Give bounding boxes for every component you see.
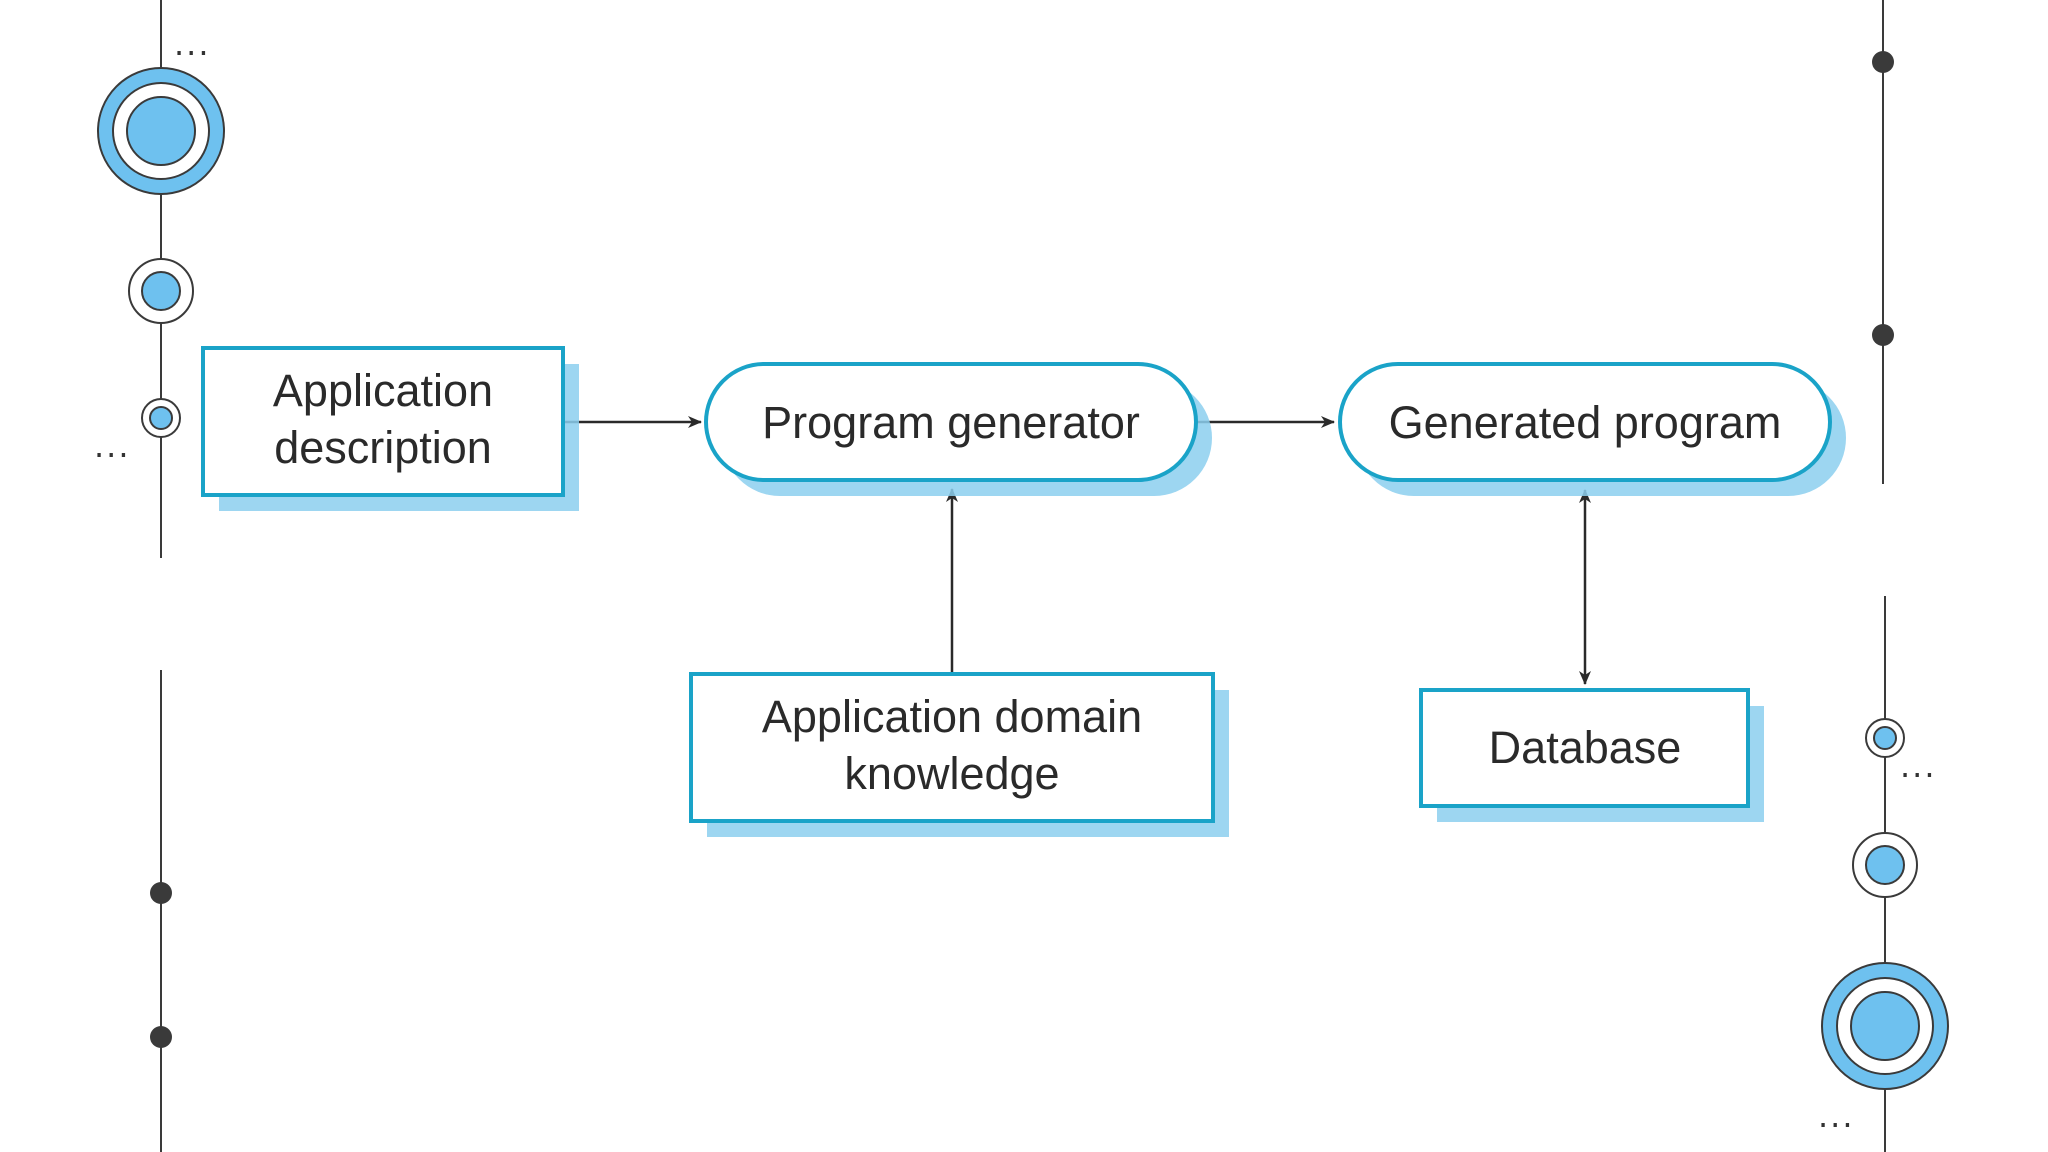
timeline-dot-icon <box>150 882 172 904</box>
program-generator-diagram: Application description Program generato… <box>201 346 1846 837</box>
program-generator-label: Program generator <box>762 397 1140 448</box>
ellipsis-mark: ... <box>174 25 211 63</box>
generated-program-label: Generated program <box>1389 397 1782 448</box>
database-box: Database <box>1419 688 1764 822</box>
ellipsis-mark: ... <box>1900 747 1937 785</box>
ellipsis-mark: ... <box>1818 1097 1855 1135</box>
timeline-dot-icon <box>1872 324 1894 346</box>
left-decor: ... ... <box>94 0 225 1152</box>
small-ring-icon <box>1865 718 1905 758</box>
generated-program-node: Generated program <box>1338 362 1846 496</box>
large-ring-icon <box>97 67 225 195</box>
timeline-dot-icon <box>1872 51 1894 73</box>
domain-knowledge-box: Application domain knowledge <box>689 672 1229 837</box>
application-description-box: Application description <box>201 346 579 511</box>
application-description-line1: Application <box>273 365 493 416</box>
program-generator-node: Program generator <box>704 362 1212 496</box>
medium-ring-icon <box>1852 832 1918 898</box>
small-ring-icon <box>141 398 181 438</box>
medium-ring-icon <box>128 258 194 324</box>
application-description-line2: description <box>274 422 492 473</box>
domain-knowledge-line1: Application domain <box>762 691 1142 742</box>
timeline-dot-icon <box>150 1026 172 1048</box>
database-label: Database <box>1489 722 1682 773</box>
large-ring-icon <box>1821 962 1949 1090</box>
right-decor: ... ... <box>1818 0 1949 1152</box>
ellipsis-mark: ... <box>94 427 131 465</box>
domain-knowledge-line2: knowledge <box>844 748 1059 799</box>
